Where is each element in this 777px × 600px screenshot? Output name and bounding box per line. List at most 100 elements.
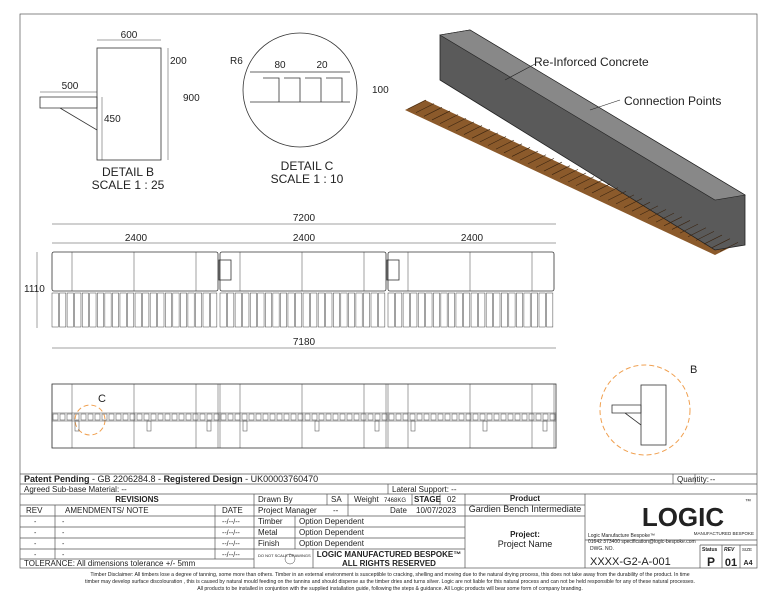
detail-c-marker: C [98, 393, 106, 405]
revision-note: - [62, 552, 65, 559]
timber-slat [210, 292, 218, 328]
timber-slat [478, 292, 486, 328]
slat-section [479, 413, 486, 421]
timber-slat [81, 292, 89, 328]
material-value: Option Dependent [299, 528, 365, 537]
dim-r6: R6 [230, 56, 243, 67]
iso-slat [623, 198, 643, 208]
date-column: DATE [222, 506, 243, 515]
slat-section [80, 413, 87, 421]
timber-slat [370, 292, 378, 328]
rev-value: 01 [725, 557, 737, 569]
product-value: Gardien Bench Intermediate [469, 504, 582, 514]
elevation-outline [51, 383, 557, 449]
iso-slat [415, 103, 435, 113]
date-label: Date [390, 506, 407, 515]
slat-section [136, 413, 143, 421]
slat-section [297, 413, 304, 421]
slat-section [486, 413, 493, 421]
slat-section [444, 413, 451, 421]
slat-section [339, 413, 346, 421]
slat-section [402, 413, 409, 421]
slat-section [94, 413, 101, 421]
iso-slat [695, 231, 715, 241]
revisions-header: REVISIONS [115, 495, 159, 504]
iso-slat [703, 234, 723, 245]
slat-section [185, 413, 192, 421]
revision-date: --/--/-- [222, 552, 241, 559]
slat-section [374, 413, 381, 421]
timber-slat [257, 292, 265, 328]
slat-section [542, 413, 549, 421]
revision-rev: - [34, 519, 37, 526]
slat-section [430, 413, 437, 421]
iso-slat [511, 147, 531, 157]
slat-section [346, 413, 353, 421]
slat-section [493, 413, 500, 421]
slat-section [325, 413, 332, 421]
disclaimer: Timber Disclaimer: All timbers lose a de… [85, 572, 695, 592]
revision-note: - [62, 530, 65, 537]
slat-section [255, 413, 262, 421]
slat-section [395, 413, 402, 421]
slat-section [535, 413, 542, 421]
do-not-scale-note: DO NOT SCALE DRAWINGS [258, 553, 311, 558]
slat-section [465, 413, 472, 421]
timber-slat [234, 292, 242, 328]
timber-slat [325, 292, 333, 328]
timber-slat [272, 292, 280, 328]
timber-slat [355, 292, 363, 328]
timber-slat [546, 292, 554, 328]
slat-section [129, 413, 136, 421]
registered-design-label: Registered Design [164, 474, 243, 484]
project-value: Project Name [498, 539, 553, 549]
slat-section [171, 413, 178, 421]
timber-slat [187, 292, 195, 328]
revision-note: - [62, 541, 65, 548]
timber-slat [508, 292, 516, 328]
slat-section [269, 413, 276, 421]
iso-slat [503, 143, 523, 154]
slat-section [122, 413, 129, 421]
slat-section [507, 413, 514, 421]
dim-200: 200 [170, 56, 187, 67]
detail-b-marker-view: B [599, 364, 697, 456]
lateral-support: Lateral Support: -- [392, 485, 457, 494]
project-manager-label: Project Manager [258, 506, 317, 515]
weight-value: 7468KG [384, 498, 406, 504]
timber-slat [538, 292, 546, 328]
project-label: Project: [510, 530, 540, 539]
iso-slat [711, 238, 731, 248]
timber-slat [66, 292, 74, 328]
size-value: A4 [744, 560, 753, 567]
timber-slat [172, 292, 180, 328]
timber-slat [448, 292, 455, 328]
iso-slat [607, 190, 627, 201]
revision-date: --/--/-- [222, 541, 241, 548]
detail-b-label: DETAIL B [102, 165, 154, 179]
timber-slat [180, 292, 187, 328]
slat-section [332, 413, 339, 421]
timber-slat [249, 292, 257, 328]
bracket [314, 420, 320, 432]
registered-design-number: - UK00003760470 [243, 474, 319, 484]
slat-section [52, 413, 59, 421]
timber-slat [501, 292, 508, 328]
plan-view: 7200 2400 2400 2400 1110 7180 [24, 213, 556, 349]
bracket [242, 420, 248, 432]
slat-section [437, 413, 444, 421]
slat-section [423, 413, 430, 421]
concrete-planter-block [387, 251, 555, 292]
rights-line-1: LOGIC MANUFACTURED BESPOKE™ [317, 550, 461, 559]
iso-slat [535, 158, 555, 168]
timber-slat [127, 292, 135, 328]
slat-section [150, 413, 157, 421]
material-value: Option Dependent [299, 517, 365, 526]
iso-slat [583, 180, 603, 190]
slat-section [73, 413, 80, 421]
slat-section [353, 413, 360, 421]
slat-section [227, 413, 234, 421]
iso-slat [487, 136, 507, 146]
callout-reinforced-concrete: Re-Inforced Concrete [534, 55, 649, 69]
